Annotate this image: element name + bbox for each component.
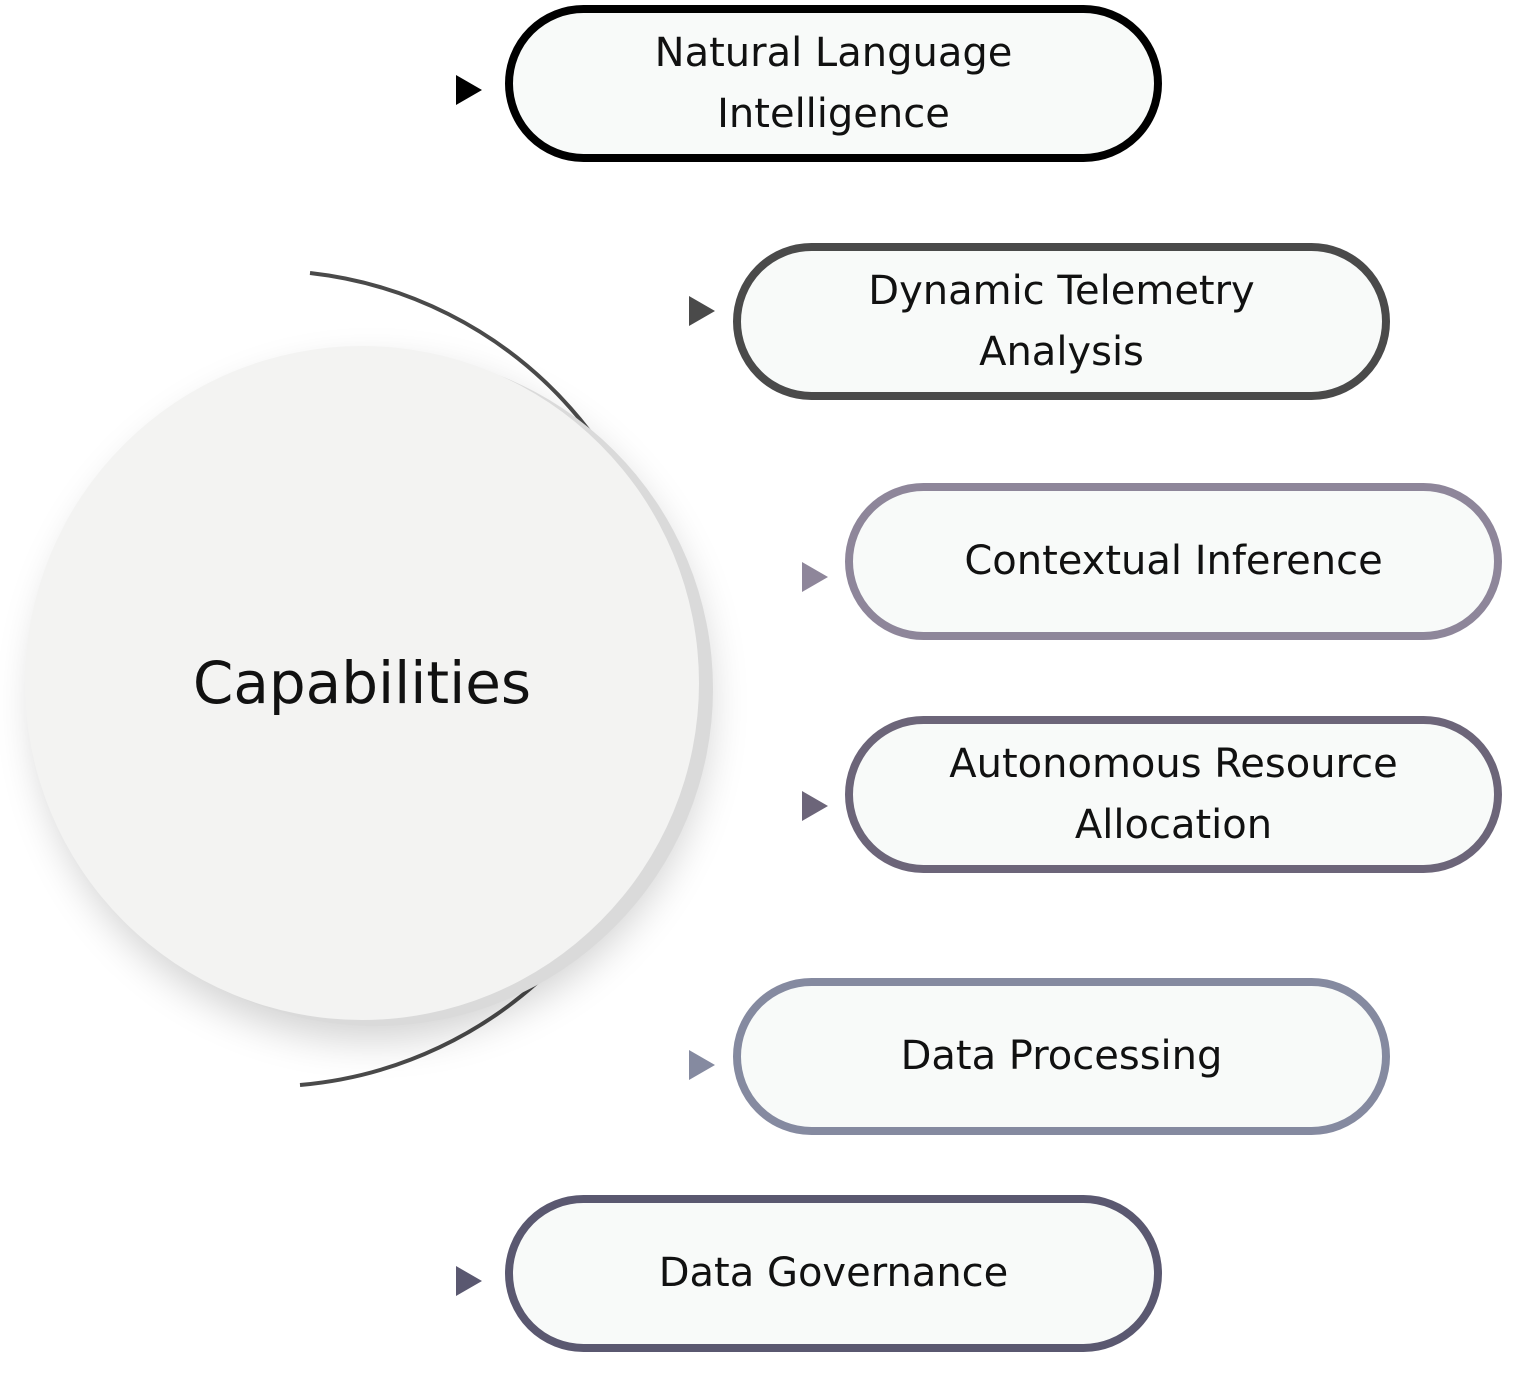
capability-pill: Contextual Inference — [845, 483, 1502, 640]
arrow-icon — [802, 791, 828, 821]
capability-label: Data Processing — [900, 1033, 1223, 1079]
arrow-icon — [456, 1266, 482, 1296]
arrow-icon — [802, 562, 828, 592]
center-circle: Capabilities — [25, 346, 699, 1020]
capability-pill: Autonomous Resource Allocation — [845, 716, 1502, 873]
capability-pill: Data Governance — [505, 1195, 1162, 1352]
capability-pill: Data Processing — [733, 978, 1390, 1135]
capability-label: Contextual Inference — [964, 538, 1383, 584]
arrow-icon — [689, 1050, 715, 1080]
capability-label: Autonomous Resource Allocation — [949, 740, 1398, 848]
capability-label: Dynamic Telemetry Analysis — [868, 267, 1255, 375]
arrow-icon — [689, 296, 715, 326]
center-label: Capabilities — [192, 649, 532, 717]
arrow-icon — [456, 75, 482, 105]
capability-label: Data Governance — [658, 1250, 1009, 1296]
capability-pill: Natural Language Intelligence — [505, 5, 1162, 162]
capability-label: Natural Language Intelligence — [654, 29, 1013, 137]
capability-pill: Dynamic Telemetry Analysis — [733, 243, 1390, 400]
